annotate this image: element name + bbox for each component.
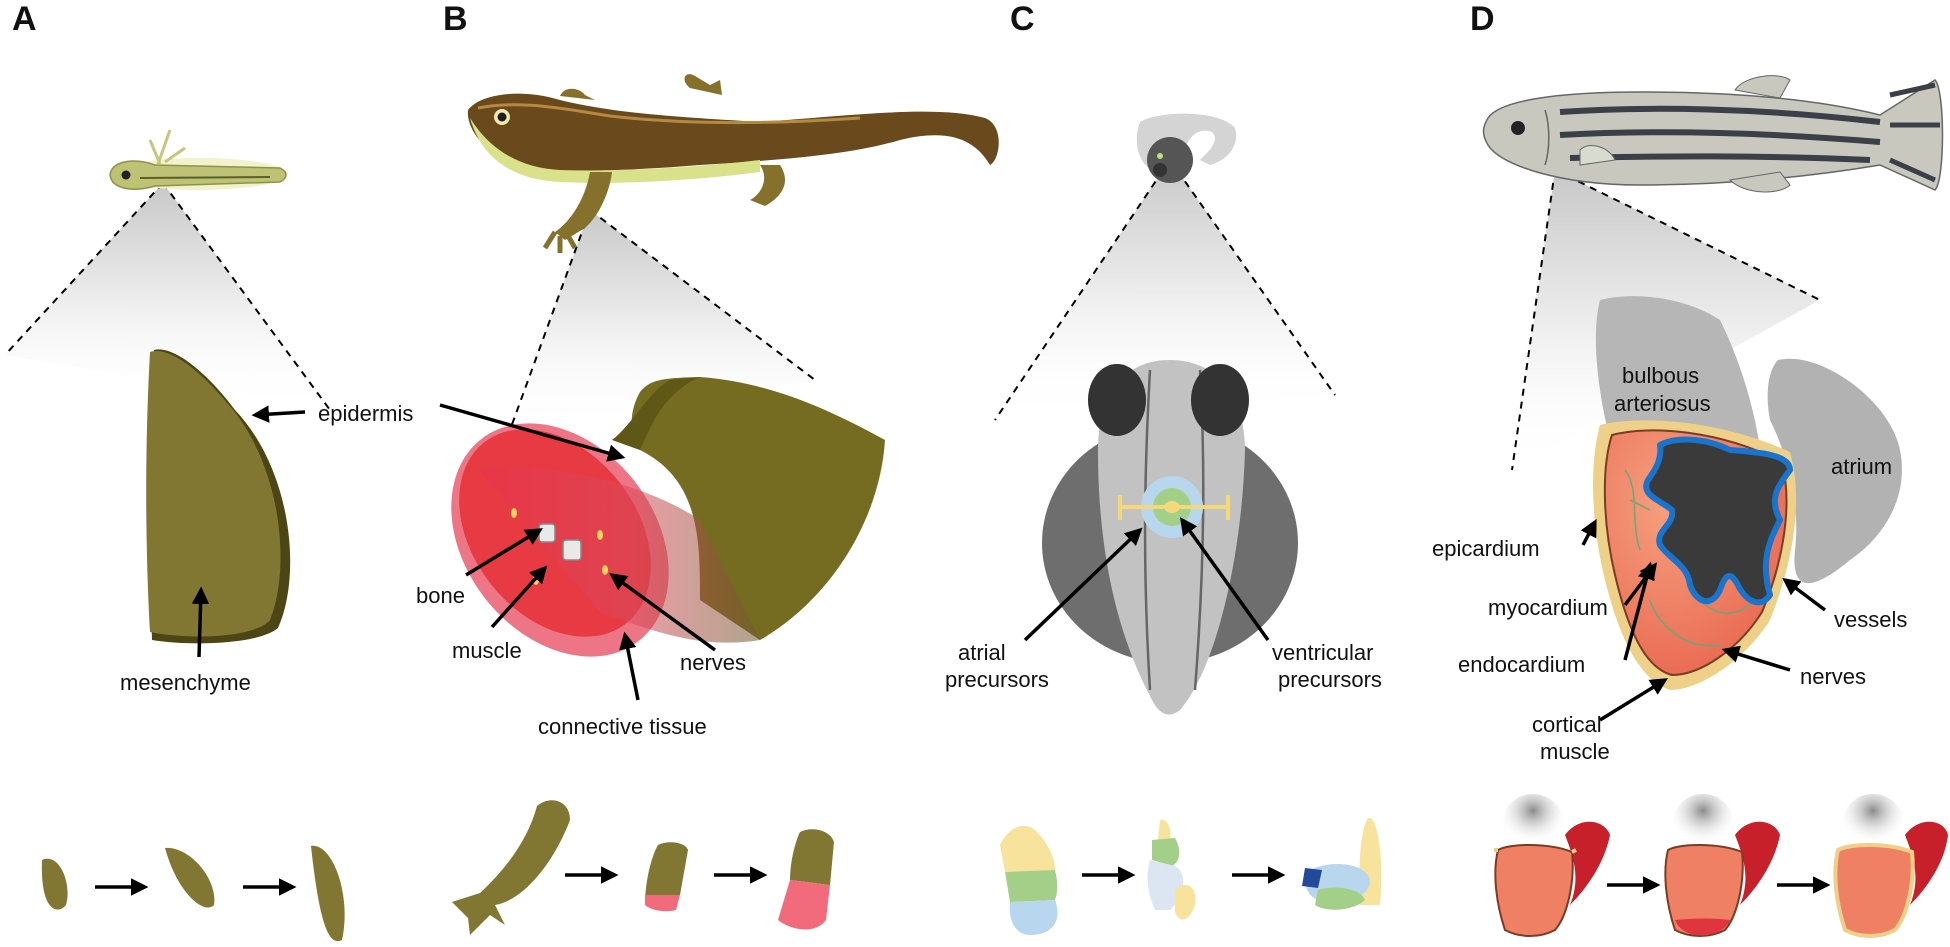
- epidermis-label: epidermis: [318, 401, 413, 426]
- mesenchyme-label: mesenchyme: [120, 670, 251, 695]
- nerves-label-d: nerves: [1800, 664, 1866, 689]
- atrium-shape: [1767, 358, 1902, 584]
- bulbous-label-1: bulbous: [1622, 363, 1699, 388]
- zebrafish-embryo-illustration: [1136, 113, 1237, 183]
- magnification-cone-c: [995, 160, 1335, 420]
- axolotl-larva-illustration: [109, 129, 288, 190]
- endocardium-label: endocardium: [1458, 652, 1585, 677]
- cone-edge-right: [162, 182, 331, 411]
- epicardium-label: epicardium: [1432, 536, 1540, 561]
- connective-label: connective tissue: [538, 714, 707, 739]
- panel-d-sequence: [1494, 794, 1948, 938]
- panel-a-sequence: [41, 845, 345, 942]
- connective-arrow: [619, 631, 640, 701]
- salamander-illustration: [467, 74, 999, 253]
- eye-left: [1088, 364, 1146, 436]
- bone-2: [562, 539, 582, 561]
- panel-c-letter: C: [1010, 0, 1035, 38]
- panel-b: B: [416, 0, 999, 935]
- panel-b-letter: B: [443, 0, 468, 38]
- atrial-arrow: [1023, 527, 1143, 642]
- zebrafish-illustration: [1482, 75, 1944, 193]
- bulbous-label-2: arteriosus: [1614, 391, 1711, 416]
- cone-edge-right-d: [1554, 169, 1821, 301]
- epidermis-arrow-a: [251, 405, 306, 423]
- atrial-label-2: precursors: [945, 667, 1049, 692]
- epidermis-arrow-b: [439, 403, 626, 462]
- panel-a: A epidermis mesenchyme: [4, 0, 413, 942]
- bone-label: bone: [416, 583, 465, 608]
- cone-edge-left-c: [994, 159, 1171, 421]
- cortical-label-2: muscle: [1540, 739, 1610, 764]
- nerves-label-b: nerves: [680, 650, 746, 675]
- eye-right: [1191, 364, 1249, 436]
- nerve-dot: [511, 508, 517, 518]
- nerve-dot: [602, 565, 608, 575]
- bone-arrow: [465, 528, 543, 577]
- epicardium-arrow: [1580, 518, 1597, 546]
- cortical-label-1: cortical: [1532, 712, 1602, 737]
- cortical-muscle-arrow: [1599, 678, 1668, 722]
- magnification-cone-b: [510, 210, 815, 430]
- endocardium-lumen: [1643, 436, 1793, 606]
- vessels-arrow: [1782, 577, 1827, 612]
- endocardium-arrow: [1623, 561, 1655, 661]
- panel-a-letter: A: [12, 0, 37, 38]
- atrial-label-1: atrial: [958, 640, 1006, 665]
- ventricular-arrow: [1179, 517, 1270, 642]
- ventricular-label-1: ventricular: [1272, 640, 1373, 665]
- cone-edge-right-c: [1169, 159, 1336, 396]
- cone-edge-right-b: [589, 209, 816, 381]
- bone-1: [538, 523, 556, 543]
- cone-edge-left-d: [1511, 169, 1556, 471]
- limb-skin: [631, 377, 885, 640]
- nerve-dot: [597, 530, 603, 540]
- ventricular-label-2: precursors: [1278, 667, 1382, 692]
- nerves-arrow: [609, 572, 717, 652]
- panel-d: D bul: [1432, 0, 1948, 938]
- atrium-label: atrium: [1831, 454, 1892, 479]
- vessels-label: vessels: [1834, 607, 1907, 632]
- panel-b-sequence: [452, 800, 834, 935]
- magnification-cone: [5, 183, 330, 410]
- panel-c-sequence: [1000, 817, 1382, 935]
- muscle-label: muscle: [452, 638, 522, 663]
- muscle-arrow: [490, 565, 548, 629]
- panel-c: C atrial precursors ventricular precurso…: [945, 0, 1382, 935]
- blastema-tissue: [146, 351, 281, 637]
- panel-d-letter: D: [1470, 0, 1495, 38]
- nerves-arrow-d: [1721, 645, 1791, 672]
- mesenchyme-arrow: [191, 586, 210, 658]
- myocardium-label: myocardium: [1488, 595, 1608, 620]
